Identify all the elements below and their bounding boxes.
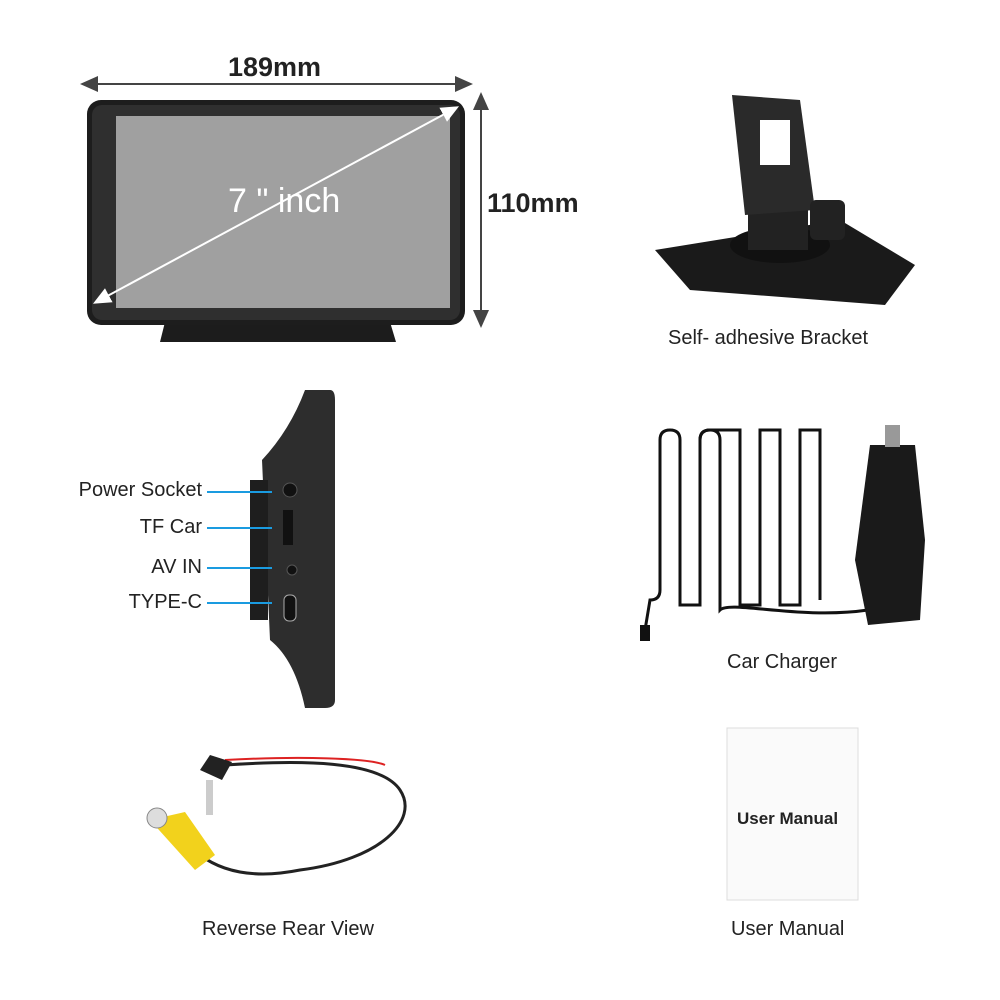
caption-reverse: Reverse Rear View xyxy=(202,918,374,940)
reverse-cable-illustration xyxy=(146,755,407,876)
height-label: 110mm xyxy=(487,188,579,218)
screen-size-label: 7 " inch xyxy=(228,182,341,220)
width-label: 189mm xyxy=(228,52,322,82)
port-label-av: AV IN xyxy=(151,556,202,578)
manual-cover-title: User Manual xyxy=(737,809,839,828)
caption-charger: Car Charger xyxy=(727,651,838,673)
caption-manual: User Manual xyxy=(731,918,845,940)
device-front xyxy=(87,100,465,342)
bracket-illustration xyxy=(655,95,915,305)
car-charger-illustration xyxy=(640,425,925,641)
port-label-power: Power Socket xyxy=(78,479,202,501)
user-manual-illustration xyxy=(726,727,859,901)
port-label-tf: TF Car xyxy=(139,516,202,538)
caption-bracket: Self- adhesive Bracket xyxy=(668,327,869,349)
device-side xyxy=(207,390,335,708)
port-label-typec: TYPE-C xyxy=(128,591,202,613)
